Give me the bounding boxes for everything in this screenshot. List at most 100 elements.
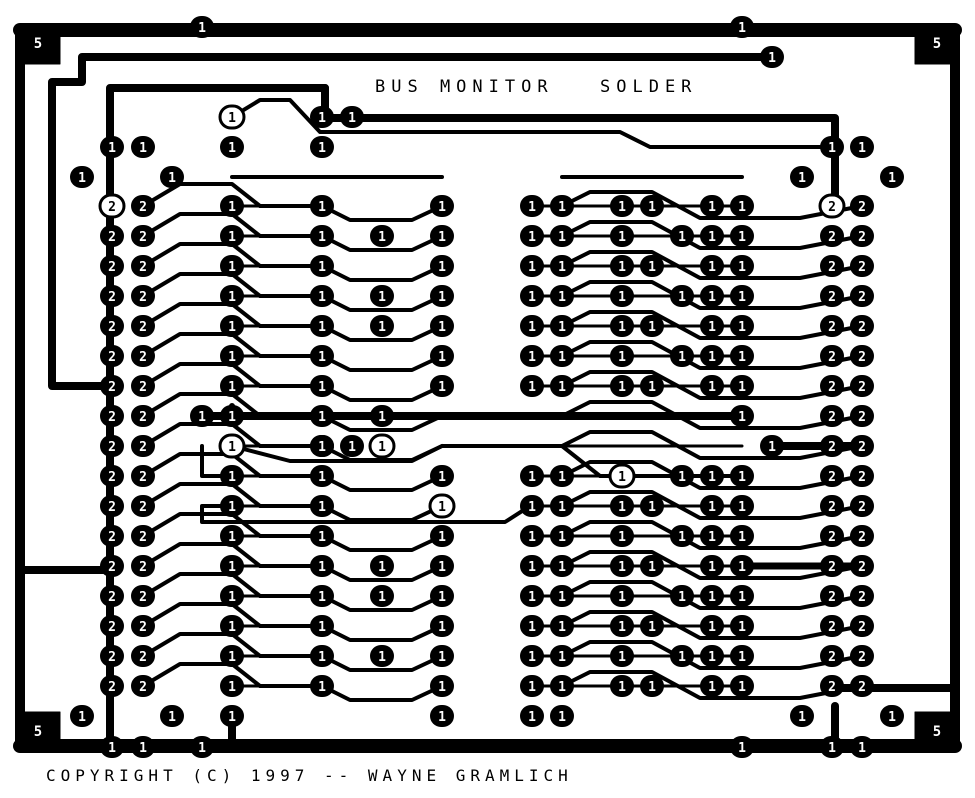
pad — [850, 435, 874, 457]
pad — [430, 225, 454, 247]
pad — [790, 166, 814, 188]
pad-label: 1 — [738, 470, 746, 485]
pad — [310, 106, 334, 128]
pad-label: 1 — [678, 350, 686, 365]
pad-label: 2 — [108, 650, 116, 665]
pad-label: 1 — [318, 560, 326, 575]
pad-label: 1 — [318, 470, 326, 485]
pad — [730, 345, 754, 367]
pad-label: 2 — [108, 260, 116, 275]
pad-label: 1 — [678, 590, 686, 605]
pad-label: 2 — [139, 260, 147, 275]
pad — [850, 405, 874, 427]
pad-label: 1 — [648, 560, 656, 575]
pad-label: 1 — [708, 560, 716, 575]
pad — [100, 435, 124, 457]
pad — [730, 495, 754, 517]
pad — [100, 345, 124, 367]
pad — [220, 585, 244, 607]
pad — [820, 225, 844, 247]
pad — [850, 495, 874, 517]
trace — [320, 354, 444, 372]
pad — [550, 345, 574, 367]
pad-label: 1 — [318, 350, 326, 365]
trace — [320, 564, 444, 582]
pad — [370, 405, 394, 427]
pad-label: 1 — [678, 650, 686, 665]
pad — [850, 645, 874, 667]
pad — [220, 645, 244, 667]
corner-pad-label: 5 — [34, 36, 42, 52]
pad-label: 1 — [228, 290, 236, 305]
pad-label: 1 — [228, 350, 236, 365]
pad — [820, 435, 844, 457]
pad-label: 1 — [228, 440, 236, 455]
pad — [70, 705, 94, 727]
pad — [430, 645, 454, 667]
pad — [820, 255, 844, 277]
pad-label: 1 — [558, 650, 566, 665]
pad-label: 2 — [858, 290, 866, 305]
pad — [370, 645, 394, 667]
pad-label: 1 — [678, 530, 686, 545]
pad-label: 1 — [318, 680, 326, 695]
board-side-label: SOLDER — [600, 77, 698, 97]
pad-label: 1 — [618, 590, 626, 605]
pad-label: 1 — [228, 380, 236, 395]
trace — [320, 684, 444, 702]
pad — [131, 435, 155, 457]
pad — [131, 585, 155, 607]
pad-label: 2 — [858, 590, 866, 605]
pad-label: 1 — [378, 650, 386, 665]
pad — [550, 675, 574, 697]
pad — [310, 285, 334, 307]
pad-label: 1 — [228, 650, 236, 665]
pad — [370, 225, 394, 247]
pad — [310, 555, 334, 577]
pad — [131, 615, 155, 637]
pad-label: 1 — [438, 320, 446, 335]
pad — [700, 585, 724, 607]
pad-label: 1 — [558, 320, 566, 335]
pad-label: 2 — [108, 590, 116, 605]
pad-label: 2 — [858, 350, 866, 365]
trace — [320, 264, 444, 282]
pad — [640, 615, 664, 637]
pad-label: 1 — [558, 230, 566, 245]
pad — [820, 645, 844, 667]
pad-label: 1 — [618, 680, 626, 695]
pad — [730, 285, 754, 307]
pad — [820, 736, 844, 758]
pad — [310, 525, 334, 547]
pad — [430, 525, 454, 547]
pad-label: 1 — [378, 440, 386, 455]
pad-label: 2 — [858, 650, 866, 665]
pad — [670, 525, 694, 547]
pad — [131, 136, 155, 158]
pad — [340, 435, 364, 457]
pad-label: 2 — [108, 290, 116, 305]
pad-label: 1 — [708, 500, 716, 515]
pad-label: 1 — [738, 21, 746, 36]
pad-label: 1 — [738, 741, 746, 756]
pad — [131, 645, 155, 667]
pad — [670, 465, 694, 487]
pad — [850, 225, 874, 247]
pad — [730, 195, 754, 217]
pad — [520, 585, 544, 607]
pad-label: 2 — [139, 470, 147, 485]
pad-label: 1 — [168, 710, 176, 725]
pad-label: 1 — [708, 230, 716, 245]
pad-label: 1 — [228, 230, 236, 245]
pad-label: 2 — [139, 650, 147, 665]
pad-label: 1 — [618, 500, 626, 515]
pad — [730, 225, 754, 247]
pad — [850, 555, 874, 577]
pad — [640, 375, 664, 397]
pad — [220, 525, 244, 547]
pad-label: 1 — [738, 500, 746, 515]
pad-label: 2 — [108, 230, 116, 245]
pad-label: 2 — [828, 410, 836, 425]
pad-label: 1 — [708, 530, 716, 545]
pad — [370, 285, 394, 307]
